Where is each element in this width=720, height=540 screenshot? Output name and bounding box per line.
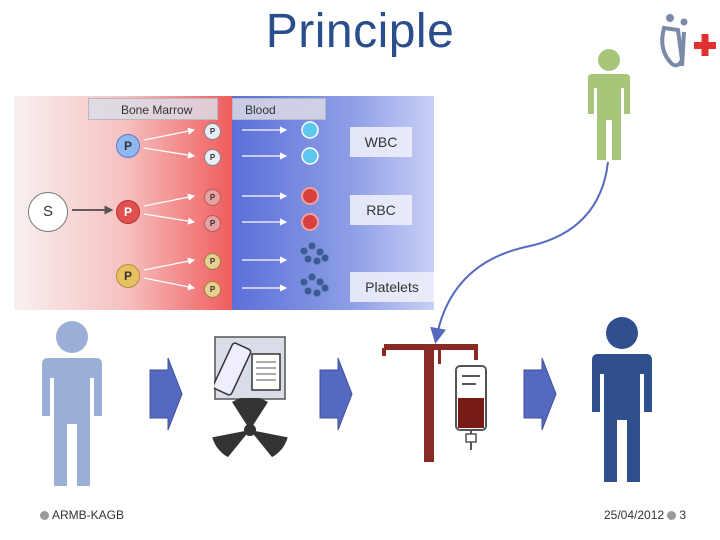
donor-to-transfusion-arrow: [430, 161, 609, 344]
blood-bag-icon: [455, 365, 487, 450]
patient-person-icon: [42, 321, 102, 486]
progenitor-cell: P: [116, 134, 140, 158]
wbc-label: WBC: [350, 127, 412, 157]
progenitor-cell: P: [116, 200, 140, 224]
progenitor-small: P: [204, 253, 221, 270]
footer-date-page: 25/04/2012 3: [604, 508, 687, 522]
transfusion-stand-icon: [382, 344, 487, 462]
chevron-arrow-icon: [523, 357, 557, 431]
progenitor-cell: P: [116, 264, 140, 288]
bone-marrow-header: Bone Marrow: [88, 98, 218, 120]
page-title: Principle: [265, 5, 455, 58]
progenitor-small: P: [204, 189, 221, 206]
progenitor-small: P: [204, 123, 221, 140]
progenitor-small: P: [204, 215, 221, 232]
progenitor-small: P: [204, 149, 221, 166]
blood-header: Blood: [232, 98, 326, 120]
footer-organization: ARMB-KAGB: [40, 508, 124, 522]
bullet-icon: [40, 511, 49, 520]
bullet-icon: [667, 511, 677, 520]
logo-icon: [660, 14, 716, 68]
chevron-arrow-icon: [149, 357, 183, 431]
platelets-label: Platelets: [350, 272, 434, 302]
radiation-icon: [212, 398, 288, 458]
donor-person-icon: [588, 49, 630, 160]
stem-cell: S: [28, 192, 68, 232]
progenitor-small: P: [204, 281, 221, 298]
cell-arrows: [72, 121, 330, 298]
medication-icon: [214, 336, 286, 400]
chevron-arrow-icon: [319, 357, 353, 431]
recovered-patient-icon: [592, 317, 652, 482]
rbc-label: RBC: [350, 195, 412, 225]
